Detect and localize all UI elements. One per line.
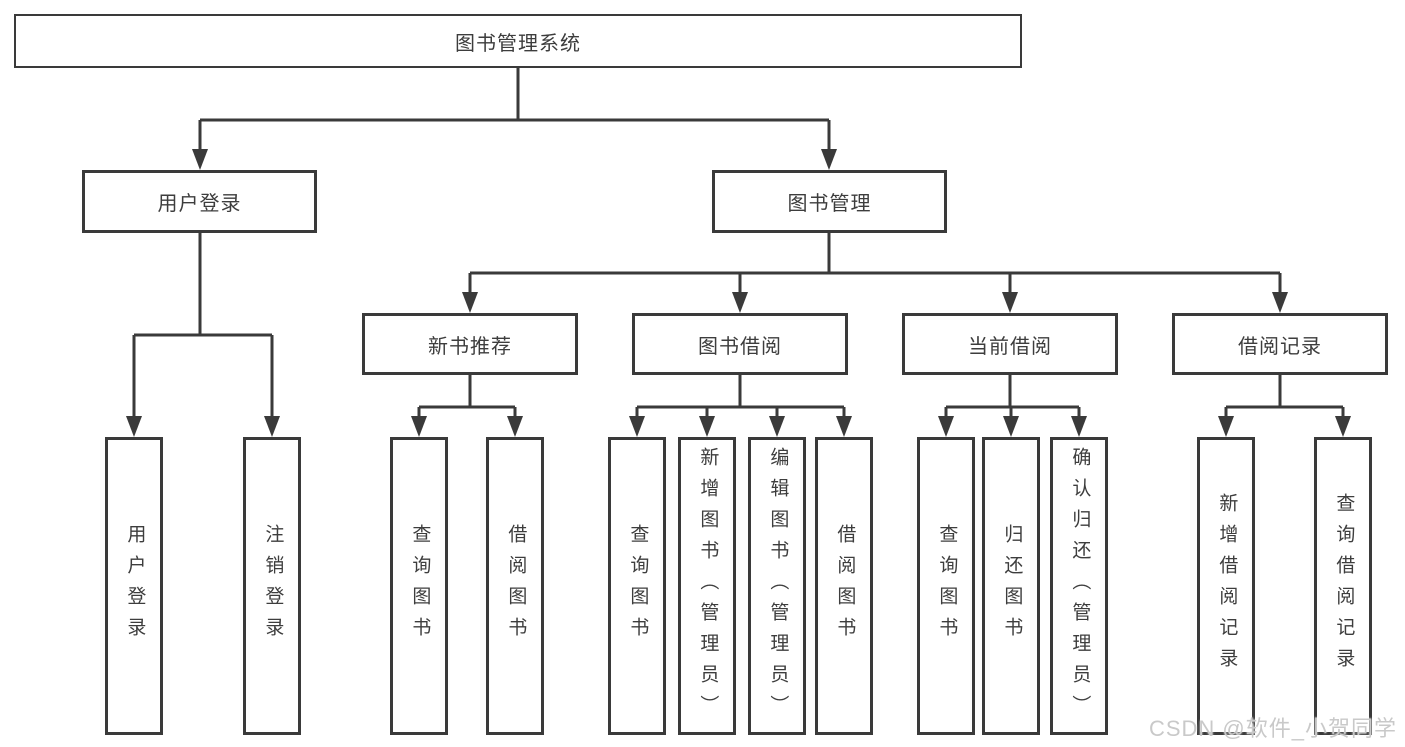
node-user-login: 用户登录 — [82, 170, 317, 233]
leaf-label: 确认归还（管理员） — [1069, 446, 1091, 726]
node-current-borrow: 当前借阅 — [902, 313, 1118, 375]
leaf-borrow-books: 借阅图书 — [815, 437, 873, 735]
node-book-borrow: 图书借阅 — [632, 313, 848, 375]
leaf-add-borrow-record: 新增借阅记录 — [1197, 437, 1255, 735]
leaf-query-books-recommend: 查询图书 — [390, 437, 448, 735]
leaf-label: 查询借阅记录 — [1333, 493, 1355, 679]
leaf-label: 查询图书 — [409, 524, 431, 648]
leaf-return-book: 归还图书 — [982, 437, 1040, 735]
node-label: 图书管理系统 — [455, 32, 581, 55]
node-label: 当前借阅 — [968, 335, 1052, 358]
node-label: 借阅记录 — [1238, 335, 1322, 358]
leaf-label: 新增借阅记录 — [1216, 493, 1238, 679]
leaf-label: 查询图书 — [936, 524, 958, 648]
node-label: 新书推荐 — [428, 335, 512, 358]
node-label: 图书借阅 — [698, 335, 782, 358]
leaf-query-borrow-record: 查询借阅记录 — [1314, 437, 1372, 735]
node-book-management: 图书管理 — [712, 170, 947, 233]
leaf-borrow-books-recommend: 借阅图书 — [486, 437, 544, 735]
node-borrow-records: 借阅记录 — [1172, 313, 1388, 375]
leaf-user-login: 用户登录 — [105, 437, 163, 735]
leaf-label: 编辑图书（管理员） — [767, 446, 789, 726]
node-new-book-recommend: 新书推荐 — [362, 313, 578, 375]
leaf-logout: 注销登录 — [243, 437, 301, 735]
leaf-label: 注销登录 — [262, 524, 284, 648]
leaf-edit-book-admin: 编辑图书（管理员） — [748, 437, 806, 735]
leaf-label: 借阅图书 — [505, 524, 527, 648]
arrowheads — [126, 149, 1351, 437]
node-library-system: 图书管理系统 — [14, 14, 1022, 68]
leaf-label: 借阅图书 — [834, 524, 856, 648]
leaf-label: 查询图书 — [627, 524, 649, 648]
leaf-confirm-return-admin: 确认归还（管理员） — [1050, 437, 1108, 735]
node-label: 用户登录 — [157, 193, 242, 215]
leaf-query-books-borrow: 查询图书 — [608, 437, 666, 735]
node-label: 图书管理 — [787, 193, 872, 215]
leaf-query-books-current: 查询图书 — [917, 437, 975, 735]
csdn-watermark: CSDN @软件_小贺同学 — [1148, 716, 1397, 741]
leaf-label: 新增图书（管理员） — [697, 446, 719, 726]
leaf-label: 归还图书 — [1001, 524, 1023, 648]
leaf-add-book-admin: 新增图书（管理员） — [678, 437, 736, 735]
leaf-label: 用户登录 — [124, 524, 146, 648]
